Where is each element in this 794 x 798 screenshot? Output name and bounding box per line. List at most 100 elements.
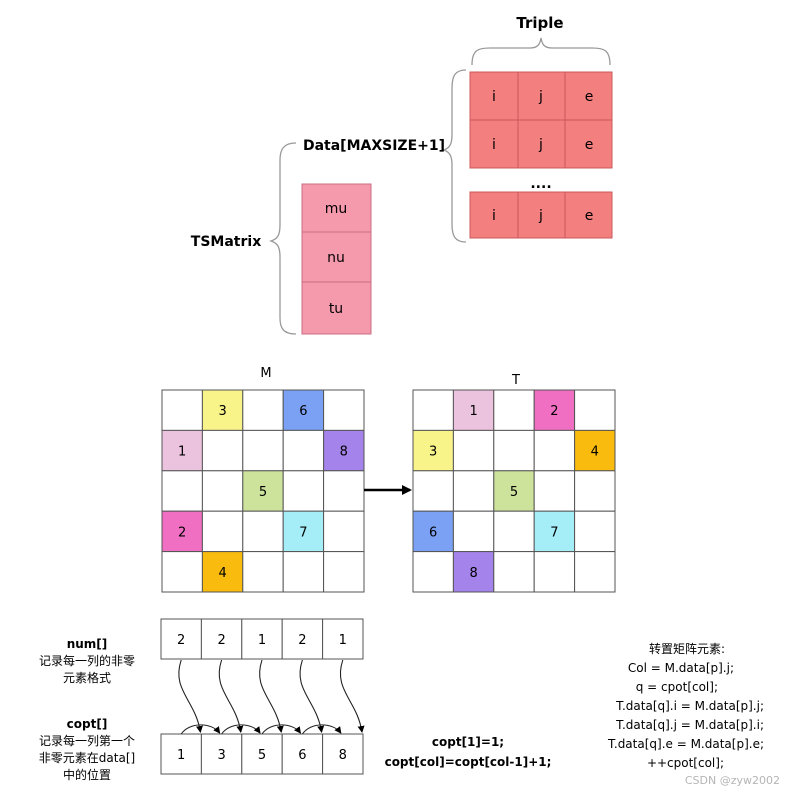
matrix-cell [412,389,454,431]
matrix-cell-value: 6 [429,525,437,540]
tsmatrix-field-nu: nu [327,250,345,266]
curve-arrow [218,659,244,733]
triple-field-e: e [585,208,594,224]
matrix-cell [452,470,495,512]
num-array: 2 2 1 2 1 [160,618,364,660]
matrix-cell [412,510,454,553]
matrix-cell [201,551,244,593]
matrix-cell [323,551,365,593]
triple-field-i: i [492,89,496,105]
matrix-cell-value: 4 [591,445,599,460]
triple-field-e: e [585,137,594,153]
matrix-cell [201,510,244,553]
matrix-cell [533,429,576,472]
array-cell-value: 2 [217,633,225,648]
copt-title: copt[] [66,717,108,731]
link-arrow [261,724,301,735]
array-cell [200,733,243,775]
array-cell-value: 1 [339,633,347,648]
matrix-cell [412,551,454,593]
matrix-cell [533,551,576,593]
num-to-copt-arrows [178,659,365,733]
tsmatrix-box: mu nu tu [301,183,372,335]
tsmatrix-label: TSMatrix [191,234,261,250]
matrix-cell [242,510,284,553]
matrix-cell-value: 3 [218,404,226,419]
matrix-cell [282,389,325,431]
array-cell-value: 2 [298,633,306,648]
copt-link-arrows [180,724,342,735]
matrix-cell [282,470,325,512]
triple-field-i: i [492,208,496,224]
matrix-cell [574,470,616,512]
matrix-cell-value: 3 [429,445,437,460]
data-brace [442,69,467,243]
matrix-cell [533,470,576,512]
matrix-cell [282,429,325,472]
matrix-cell [574,510,616,553]
array-cell-value: 5 [258,748,266,763]
matrix-cell [574,551,616,593]
matrix-cell-value: 4 [218,566,226,581]
code-line: T.data[q].j = M.data[p].i; [616,718,764,732]
matrix-cell [493,510,535,553]
matrix-cell [201,429,244,472]
matrix-cell [452,551,495,593]
array-cell-value: 6 [298,748,306,763]
array-cell [281,733,324,775]
matrix-cell [493,470,535,512]
matrix-cell [452,429,495,472]
matrix-cell [161,389,203,431]
array-cell-value: 8 [339,748,347,763]
matrix-cell-value: 8 [469,566,477,581]
triple-field-j: j [538,137,543,153]
matrix-cell [282,551,325,593]
array-cell-value: 1 [258,633,266,648]
matrix-cell [452,510,495,553]
copt-desc-line-1: 记录每一列第一个 [38,734,135,748]
tsmatrix-field-tu: tu [329,301,343,317]
matrix-cell [323,429,365,472]
array-cell-value: 2 [177,633,185,648]
num-desc-line-1: 记录每一列的非零 [38,654,135,668]
array-cell [322,733,364,775]
matrix-cell [493,429,535,472]
copt-desc-line-3: 中的位置 [62,768,111,782]
triple-field-j: j [538,208,543,224]
matrix-cell-value: 2 [178,525,186,540]
matrix-cell-value: 1 [469,404,477,419]
matrix-cell [201,470,244,512]
curve-arrow [259,659,284,733]
code-line: T.data[q].i = M.data[p].j; [616,699,764,713]
curve-arrow [339,659,365,733]
copt-label-block: copt[] 记录每一列第一个 非零元素在data[] 中的位置 [22,716,152,784]
triple-row: i j e i j e [469,71,613,169]
formula-line-2: copt[col]=copt[col-1]+1; [384,755,552,769]
array-cell [322,618,364,660]
copt-desc-line-2: 非零元素在data[] [38,751,136,765]
matrix-cell [242,389,284,431]
matrix-cell [242,470,284,512]
curve-arrow [299,659,325,733]
triple-field-i: i [492,137,496,153]
matrix-cell [533,389,576,431]
num-title: num[] [66,637,108,651]
matrix-cell-value: 5 [259,485,267,500]
triple-label: Triple [516,14,563,32]
matrix-cell [452,389,495,431]
matrix-cell-value: 6 [299,404,307,419]
matrix-cell [323,470,365,512]
triple-row: i j e [469,191,613,239]
array-cell [160,733,202,775]
num-label-block: num[] 记录每一列的非零 元素格式 [22,636,152,687]
matrix-cell [161,470,203,512]
matrix-cell [574,389,616,431]
array-cell-value: 1 [177,748,185,763]
matrix-cell [242,429,284,472]
matrix-cell [242,551,284,593]
matrix-cell [161,551,203,593]
matrix-cell [412,429,454,472]
matrix-cell-value: 7 [550,525,558,540]
code-line: q = cpot[col]; [635,680,718,694]
